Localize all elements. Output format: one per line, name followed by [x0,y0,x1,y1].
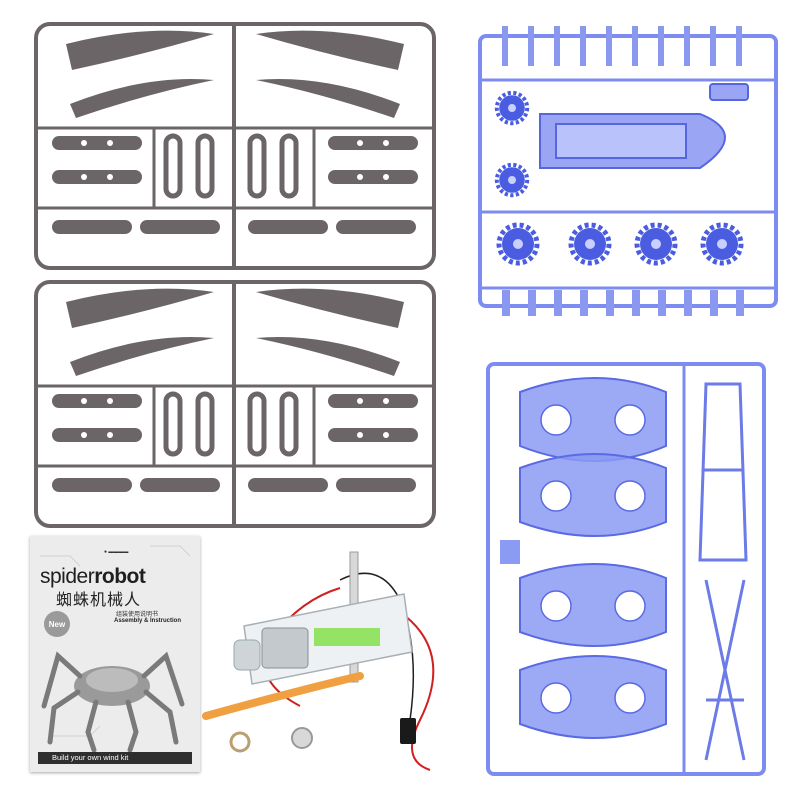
title-robot: robot [94,565,146,588]
motor-assembly [202,551,435,771]
manual-subtitle-english: Assembly & Instruction [114,618,182,624]
spider-robot-image [41,651,185,753]
title-spider: spider [40,565,95,588]
brand-logo: ● ▬▬▬▬ [104,549,129,555]
manual-title-chinese: 蜘蛛机械人 [56,592,142,609]
grey-sprue-top [36,24,434,268]
manual-title: spiderrobot [40,566,200,588]
manual-footer: Build your own wind kit [38,752,192,764]
blue-sprue-gears [478,26,778,316]
instruction-manual [30,536,200,772]
manual-subtitle-chinese: 组装使用说明书 [116,612,159,618]
new-badge: New [44,611,70,637]
grey-sprue-bottom [36,282,434,526]
manual-cover-art [40,545,191,753]
blue-sprue-body [486,362,766,776]
